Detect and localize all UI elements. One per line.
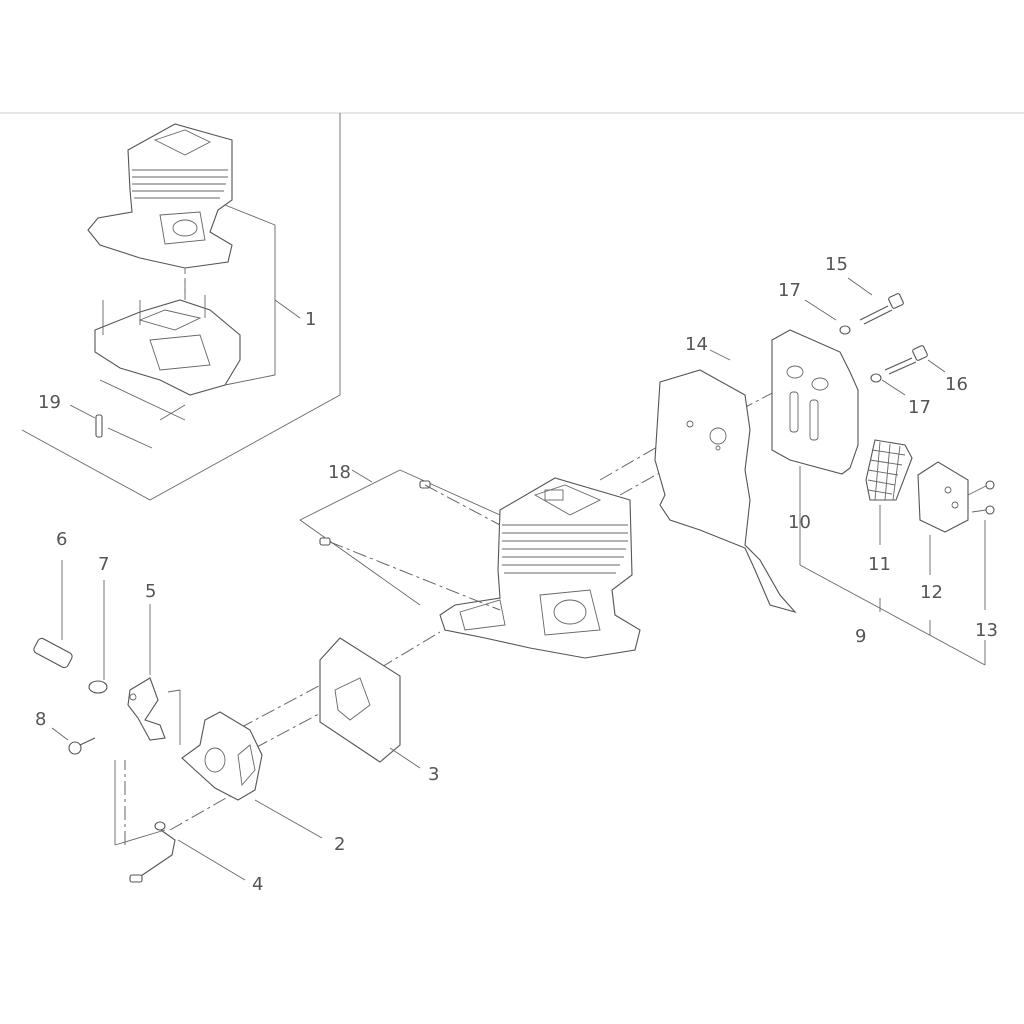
washer-17-lower bbox=[870, 373, 906, 396]
bolt-16 bbox=[884, 345, 946, 375]
washer-17-upper bbox=[804, 299, 851, 335]
callout-19: 19 bbox=[38, 392, 61, 413]
rod-4 bbox=[129, 821, 246, 883]
gasket-18-outline bbox=[299, 469, 501, 606]
screen-11 bbox=[865, 439, 913, 545]
adaptor-2 bbox=[181, 711, 263, 801]
cover-12 bbox=[917, 461, 969, 575]
inset-cylinder bbox=[87, 123, 233, 269]
callout-1: 1 bbox=[305, 309, 316, 330]
callout-4: 4 bbox=[252, 874, 263, 895]
main-cylinder bbox=[439, 477, 641, 659]
nut-7 bbox=[88, 580, 108, 694]
callout-16: 16 bbox=[945, 374, 968, 395]
callout-17-lower: 17 bbox=[908, 397, 931, 418]
callout-10: 10 bbox=[788, 512, 811, 533]
bolt-15 bbox=[847, 277, 904, 325]
callout-13: 13 bbox=[975, 620, 998, 641]
callout-11: 11 bbox=[868, 554, 891, 575]
callout-7: 7 bbox=[98, 554, 109, 575]
muffler-10 bbox=[771, 329, 859, 565]
callout-8: 8 bbox=[35, 709, 46, 730]
callout-5: 5 bbox=[145, 581, 156, 602]
callout-3: 3 bbox=[428, 764, 439, 785]
screw-8 bbox=[51, 727, 96, 755]
screw-6 bbox=[33, 560, 73, 669]
callout-9: 9 bbox=[855, 626, 866, 647]
callout-6: 6 bbox=[56, 529, 67, 550]
inset-crankcase bbox=[94, 280, 241, 396]
bracket-5 bbox=[127, 677, 166, 741]
screws-13 bbox=[967, 480, 995, 610]
callout-15: 15 bbox=[825, 254, 848, 275]
screw-19 bbox=[95, 414, 103, 438]
callout-12: 12 bbox=[920, 582, 943, 603]
callout-17-upper: 17 bbox=[778, 280, 801, 301]
bracket-leaders bbox=[114, 689, 181, 846]
inset-frame bbox=[21, 113, 341, 501]
callout-18: 18 bbox=[328, 462, 351, 483]
callout-14: 14 bbox=[685, 334, 708, 355]
gasket-3 bbox=[319, 637, 401, 763]
callout-2: 2 bbox=[334, 834, 345, 855]
heat-shield-14 bbox=[654, 369, 797, 614]
inset-leaders bbox=[99, 204, 301, 449]
assembly-9-leaders bbox=[799, 564, 986, 666]
